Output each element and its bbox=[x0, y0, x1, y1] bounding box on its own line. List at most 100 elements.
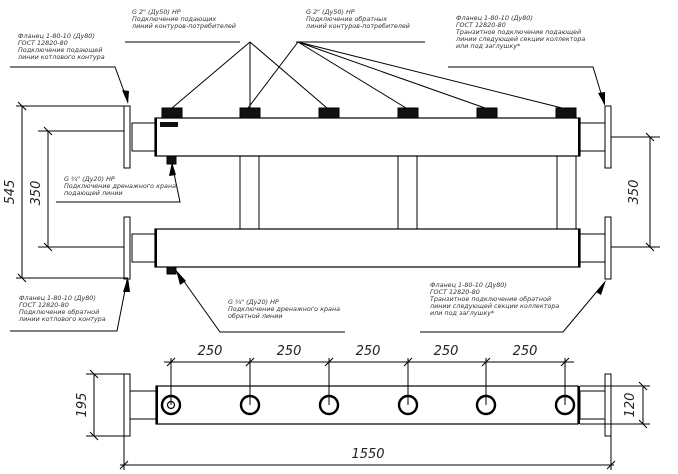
label-line: ГОСТ 12820-80 bbox=[456, 21, 506, 29]
label-line: Подключение подающей bbox=[18, 46, 102, 54]
tick-mark bbox=[645, 132, 655, 252]
dimension-label: 250 bbox=[513, 344, 538, 359]
label-line: Фланец 1-80-10 (Ду80) bbox=[430, 281, 507, 289]
tick-mark bbox=[638, 381, 648, 429]
drain-fitting-return bbox=[166, 266, 177, 275]
label-line: или под заглушку* bbox=[430, 309, 494, 317]
label-line: линии следующей секции коллектора bbox=[429, 302, 559, 310]
pipe-end-cap bbox=[155, 229, 157, 267]
leader-line bbox=[448, 66, 605, 104]
leader-line bbox=[420, 282, 605, 333]
label-line: линий контуров-потребителей bbox=[305, 22, 410, 30]
label-line: Подключение обратных bbox=[306, 15, 387, 23]
flange-neck bbox=[579, 122, 606, 152]
drain-fitting-supply bbox=[166, 155, 177, 165]
outlet-nipple bbox=[555, 107, 577, 119]
label-line: Подключение обратной bbox=[19, 308, 99, 316]
leader-line bbox=[10, 66, 129, 103]
label-return-consumers: G 2" (Ду50) НР Подключение обратных лини… bbox=[247, 8, 563, 109]
arrow-head bbox=[596, 280, 606, 295]
label-flange-return-right: Фланец 1-80-10 (Ду80) ГОСТ 12820-80 Тран… bbox=[420, 280, 606, 333]
pipe-end-cap bbox=[578, 386, 580, 424]
spacer-tube bbox=[397, 155, 418, 230]
label-line: G ¾" (Ду20) НР bbox=[228, 298, 279, 306]
outlet-nipple bbox=[476, 107, 498, 119]
label-line: Фланец 1-80-10 (Ду80) bbox=[19, 294, 96, 302]
label-line: ГОСТ 12820-80 bbox=[18, 39, 68, 47]
dimension-label: 195 bbox=[75, 393, 90, 418]
plug-marker bbox=[160, 122, 178, 127]
flange-neck bbox=[579, 233, 606, 263]
tick-mark bbox=[43, 126, 53, 252]
label-line: или под заглушку* bbox=[456, 42, 520, 50]
dimension-120: 120 bbox=[580, 381, 650, 429]
dimension-label: 350 bbox=[29, 181, 44, 206]
label-line: Подключение дренажного крана bbox=[228, 305, 340, 313]
flange-return-left bbox=[123, 216, 131, 280]
leader-line bbox=[247, 41, 563, 109]
arrow-head bbox=[122, 90, 129, 104]
dimension-1550: 1550 bbox=[119, 436, 616, 470]
label-line: G ¾" (Ду20) НР bbox=[64, 175, 115, 183]
pipe-end-cap bbox=[155, 118, 157, 156]
dimension-350-left: 350 bbox=[29, 126, 53, 252]
return-pipe bbox=[154, 228, 581, 268]
extension-line bbox=[170, 358, 566, 405]
label-line: линии котлового контура bbox=[18, 315, 106, 323]
front-view bbox=[38, 105, 660, 280]
spacer-tube bbox=[239, 155, 260, 230]
dimension-label: 545 bbox=[3, 180, 18, 205]
dimension-label: 250 bbox=[356, 344, 381, 359]
flange-top-right bbox=[604, 373, 612, 437]
dimension-label: 250 bbox=[434, 344, 459, 359]
label-supply-consumers: G 2" (Ду50) НР Подключение подающих лини… bbox=[125, 8, 328, 109]
label-line: G 2" (Ду50) НР bbox=[306, 8, 355, 16]
leader-line bbox=[10, 279, 128, 332]
dimension-label: 120 bbox=[623, 393, 638, 418]
dimension-line bbox=[86, 373, 124, 437]
label-drain-supply: G ¾" (Ду20) НР Подключение дренажного кр… bbox=[56, 162, 181, 203]
extension-line bbox=[38, 130, 660, 138]
label-drain-return: G ¾" (Ду20) НР Подключение дренажного кр… bbox=[176, 270, 345, 333]
label-line: Подключение дренажного крана bbox=[64, 182, 176, 190]
label-flange-supply-left: Фланец 1-80-10 (Ду80) ГОСТ 12820-80 Подк… bbox=[10, 32, 129, 104]
outlet-nipples bbox=[161, 107, 577, 119]
label-line: Фланец 1-80-10 (Ду80) bbox=[456, 14, 533, 22]
label-line: линий контуров-потребителей bbox=[131, 22, 236, 30]
flange-neck bbox=[579, 390, 606, 420]
label-line: Транзитное подключение обратной bbox=[430, 295, 551, 303]
label-line: ГОСТ 12820-80 bbox=[19, 301, 69, 309]
outlet-nipple bbox=[239, 107, 261, 119]
dimension-label: 350 bbox=[627, 180, 642, 205]
dimension-line bbox=[580, 385, 650, 425]
dimension-pitch-chain: 250 250 250 250 250 bbox=[164, 344, 574, 405]
pipe-end-cap bbox=[578, 229, 580, 267]
label-line: ГОСТ 12820-80 bbox=[430, 288, 480, 296]
pipe-end-cap bbox=[578, 118, 580, 156]
flange-neck bbox=[131, 122, 156, 152]
flange-neck bbox=[129, 390, 157, 420]
label-line: G 2" (Ду50) НР bbox=[132, 8, 181, 16]
flange-neck bbox=[131, 233, 156, 263]
arrow-head bbox=[169, 162, 176, 176]
label-line: Транзитное подключение подающей bbox=[456, 28, 581, 36]
top-view: 250 250 250 250 250 195 120 1550 bbox=[75, 344, 650, 470]
supply-pipe bbox=[154, 117, 581, 157]
dimension-label: 1550 bbox=[351, 447, 384, 462]
label-flange-return-left: Фланец 1-80-10 (Ду80) ГОСТ 12820-80 Подк… bbox=[10, 277, 130, 332]
label-line: подающей линии bbox=[64, 189, 123, 197]
leader-line bbox=[56, 163, 181, 203]
flange-supply-right bbox=[604, 105, 612, 169]
dimension-350-right: 350 bbox=[627, 132, 655, 252]
flange-return-right bbox=[604, 216, 612, 280]
leader-line bbox=[177, 272, 345, 333]
flange-supply-left bbox=[123, 105, 131, 169]
dimension-195: 195 bbox=[75, 369, 124, 441]
spacer-tube bbox=[556, 155, 577, 230]
label-line: обратной линии bbox=[228, 312, 283, 320]
arrow-head bbox=[123, 277, 130, 292]
dimension-label: 250 bbox=[277, 344, 302, 359]
tick-mark bbox=[119, 460, 616, 470]
label-line: линии котлового контура bbox=[17, 53, 105, 61]
